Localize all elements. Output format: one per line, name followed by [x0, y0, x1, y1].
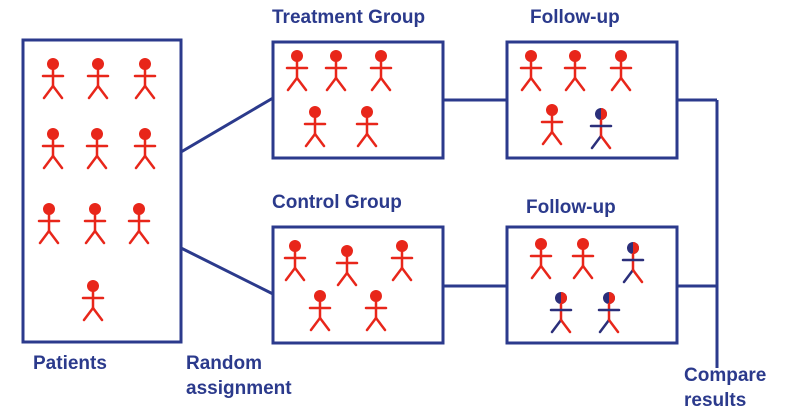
patient-figure: [609, 50, 633, 92]
treatment-group-label: Treatment Group: [272, 7, 426, 28]
patient-figure: [563, 50, 587, 92]
control-group-box: [271, 225, 445, 345]
patient-figure: [41, 58, 65, 100]
patient-figure: [335, 245, 359, 287]
patient-figure: [133, 58, 157, 100]
patient-figure: [85, 128, 109, 170]
compare-results-label-line2: results: [684, 390, 747, 411]
patient-figure: [308, 290, 332, 332]
connector-line-2: [180, 246, 274, 296]
patients-box: [21, 38, 183, 344]
patient-figure: [324, 50, 348, 92]
patient-figure: [133, 128, 157, 170]
treatment-group-box: [271, 40, 445, 160]
random-assignment-label-line2: assignment: [186, 378, 292, 399]
patient-figure: [127, 203, 151, 245]
patient-figure: [364, 290, 388, 332]
patient-figure: [369, 50, 393, 92]
treatment-follow-up-box: [505, 40, 679, 160]
patient-figure: [571, 238, 595, 280]
patient-figure: [83, 203, 107, 245]
connectors: [180, 96, 719, 368]
treatment-follow-up-label: Follow-up: [530, 7, 620, 28]
patients-label: Patients: [33, 353, 107, 374]
patient-figures: [37, 50, 645, 334]
patient-figure-changed: [621, 242, 645, 284]
patient-figure: [355, 106, 379, 148]
patient-figure: [41, 128, 65, 170]
patient-figure-changed: [597, 292, 621, 334]
control-group-label: Control Group: [272, 192, 402, 213]
control-follow-up-label: Follow-up: [526, 197, 616, 218]
patient-figure-changed: [549, 292, 573, 334]
patient-figure: [86, 58, 110, 100]
patient-figure: [283, 240, 307, 282]
random-assignment-label-line1: Random: [186, 353, 262, 374]
compare-results-label-line1: Compare: [684, 365, 767, 386]
patient-figure: [529, 238, 553, 280]
patient-figure: [540, 104, 564, 146]
patient-figure: [81, 280, 105, 322]
connector-line-1: [180, 96, 274, 154]
patient-figure: [303, 106, 327, 148]
control-follow-up-box: [505, 225, 679, 345]
patient-figure: [37, 203, 61, 245]
patient-figure-changed: [589, 108, 613, 150]
patient-figure: [519, 50, 543, 92]
group-boxes: [21, 38, 679, 345]
patient-figure: [285, 50, 309, 92]
patient-figure: [390, 240, 414, 282]
